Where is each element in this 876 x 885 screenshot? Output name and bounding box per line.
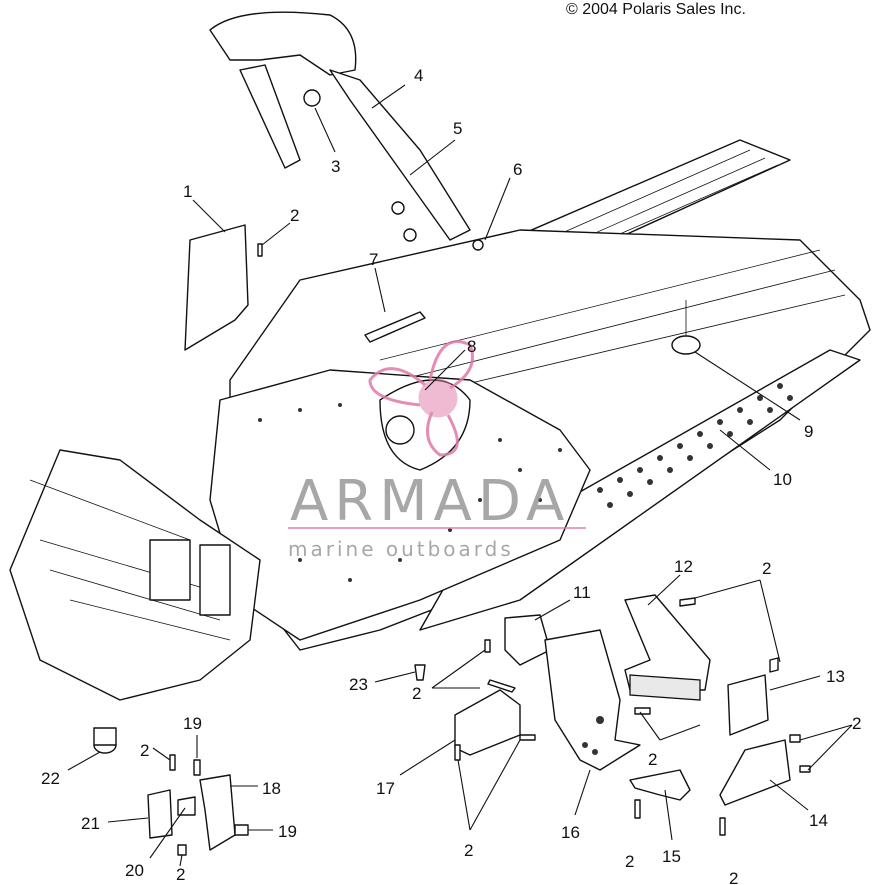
armada-watermark: ARMADA marine outboards [288, 340, 586, 561]
callout-4: 4 [414, 66, 423, 85]
callout-11: 11 [573, 583, 591, 602]
part-2-screw [257, 243, 263, 257]
part-19-bolt-lower [234, 824, 249, 836]
callout-2-near-17: 2 [464, 841, 473, 860]
callout-19-upper: 19 [183, 714, 202, 733]
callout-2: 2 [290, 206, 299, 225]
callout-17: 17 [376, 779, 395, 798]
callout-2-right: 2 [852, 714, 861, 733]
callout-2-bottom-right: 2 [729, 869, 738, 885]
callout-12: 12 [674, 557, 693, 576]
part-19-bolt [193, 759, 201, 776]
part-9-grommet [671, 335, 701, 355]
part-17-cover [454, 689, 521, 756]
running-board-holes [597, 383, 793, 508]
screw-fasteners [169, 597, 811, 856]
part-20-plate [177, 796, 196, 816]
part-18-bracket [199, 774, 236, 851]
callout-7: 7 [369, 250, 378, 269]
callout-20: 20 [125, 861, 144, 880]
part-23-rivet [414, 664, 426, 681]
callout-labels: 1 2 3 4 5 6 7 8 9 10 11 12 2 13 23 2 2 1… [41, 66, 861, 885]
callout-18: 18 [262, 779, 281, 798]
callout-22: 22 [41, 769, 60, 788]
callout-13: 13 [826, 667, 845, 686]
callout-3: 3 [331, 157, 340, 176]
part-15-bracket [629, 769, 691, 801]
part-14-bracket [719, 739, 791, 806]
callout-2-upper-right: 2 [762, 559, 771, 578]
part-13-plate [727, 674, 769, 736]
chassis-tunnel [9, 139, 871, 701]
callout-8: 8 [467, 337, 476, 356]
callout-2-near-19: 2 [140, 741, 149, 760]
callout-19-lower: 19 [278, 822, 297, 841]
leader-lines [67, 84, 853, 867]
part-7-strip [364, 311, 426, 343]
steering-support [209, 11, 484, 251]
watermark-brand: ARMADA [290, 469, 570, 534]
callout-15: 15 [662, 847, 681, 866]
callout-1: 1 [183, 182, 192, 201]
part-21-plate [147, 789, 173, 839]
armada-logo-icon [368, 340, 474, 457]
part-1-splash-guard [184, 224, 249, 351]
part-16-bracket [544, 629, 641, 771]
callout-5: 5 [453, 119, 462, 138]
callout-2-near-16: 2 [648, 750, 657, 769]
callout-2-bottom-left: 2 [176, 865, 185, 884]
callout-21: 21 [81, 814, 100, 833]
callout-2-near-23: 2 [412, 684, 421, 703]
copyright-text: © 2004 Polaris Sales Inc. [566, 1, 746, 18]
callout-9: 9 [804, 422, 813, 441]
callout-2-near-15: 2 [625, 852, 634, 871]
callout-6: 6 [513, 160, 522, 179]
callout-14: 14 [809, 811, 828, 830]
callout-16: 16 [561, 823, 580, 842]
part-11-bracket [504, 614, 551, 666]
watermark-tagline: marine outboards [288, 537, 514, 561]
callout-23: 23 [349, 675, 368, 694]
callout-10: 10 [773, 470, 792, 489]
